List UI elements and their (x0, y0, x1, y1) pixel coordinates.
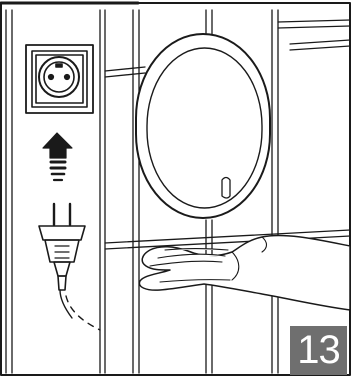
up-arrow-icon (43, 133, 72, 180)
open-hands-icon (139, 235, 350, 310)
soap-dispenser-icon (136, 34, 270, 218)
step-number-badge: 13 (290, 326, 347, 375)
wall-socket-icon (26, 45, 93, 113)
power-plug-icon (39, 204, 100, 330)
